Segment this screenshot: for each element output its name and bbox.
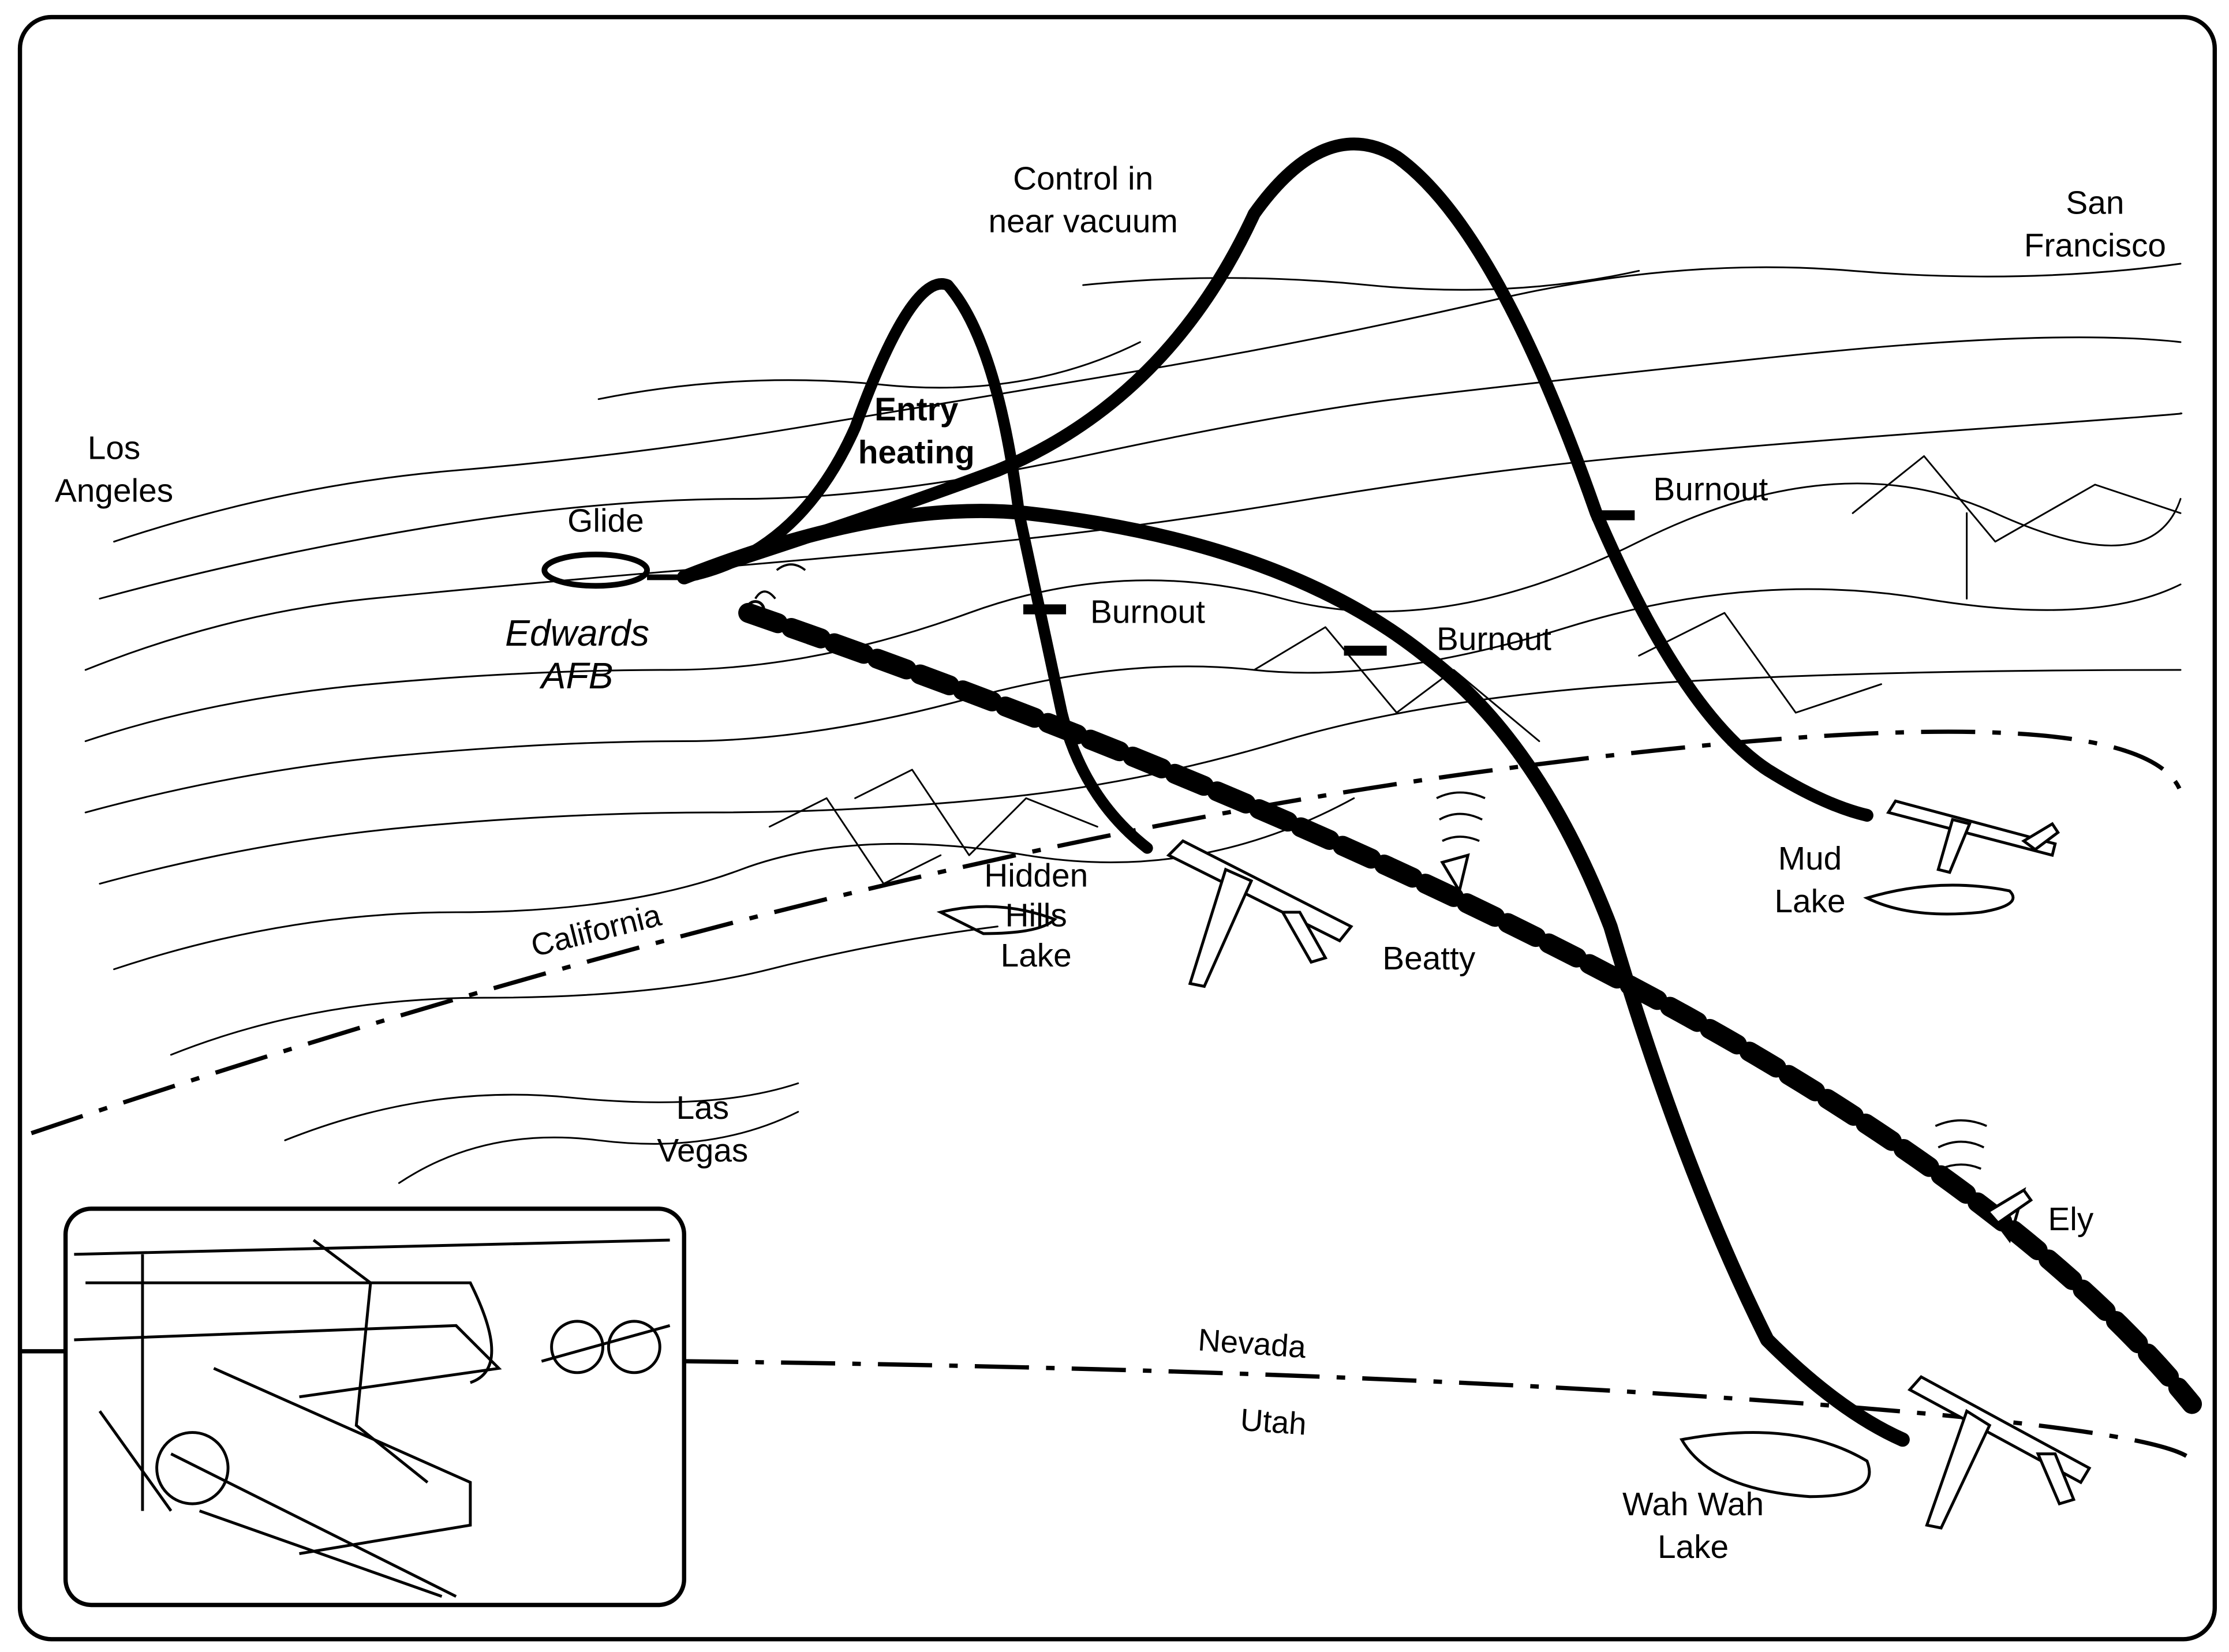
label-burnout-3: Burnout (1653, 471, 1768, 508)
hidden-hills-lake-outline (936, 905, 1057, 935)
trajectory-low (678, 278, 1153, 854)
ground-track (738, 602, 2202, 1414)
label-burnout-1: Burnout (1090, 594, 1205, 630)
label-ely: Ely (2048, 1201, 2093, 1238)
x15-aircraft-icon (1985, 1188, 2033, 1225)
label-utah: Utah (1239, 1402, 1308, 1442)
mud-lake-outline (1863, 883, 2015, 916)
label-burnout-2: Burnout (1437, 621, 1551, 657)
x15-aircraft-icon (1886, 799, 2060, 874)
wah-wah-lake-outline (1679, 1431, 1871, 1499)
burnout-marker-1 (1023, 604, 1067, 615)
nevada-utah-border (684, 1359, 2189, 1459)
burnout-marker-3 (1592, 510, 1635, 520)
california-nevada-border (31, 729, 2183, 1136)
radar-antenna-icon (1436, 791, 1486, 895)
inset-launch-detail (20, 1207, 686, 1608)
radar-antenna-icon (745, 563, 806, 620)
b52-aircraft-icon (1907, 1375, 2092, 1530)
burnout-marker-2 (1344, 646, 1387, 656)
label-nevada: Nevada (1197, 1322, 1308, 1365)
label-beatty: Beatty (1382, 941, 1476, 977)
label-glide: Glide (567, 503, 644, 539)
trajectory-mid (676, 504, 1910, 1447)
glide-pattern (541, 551, 650, 589)
b52-aircraft-icon (1166, 839, 1353, 988)
trajectory-high (678, 137, 1873, 822)
